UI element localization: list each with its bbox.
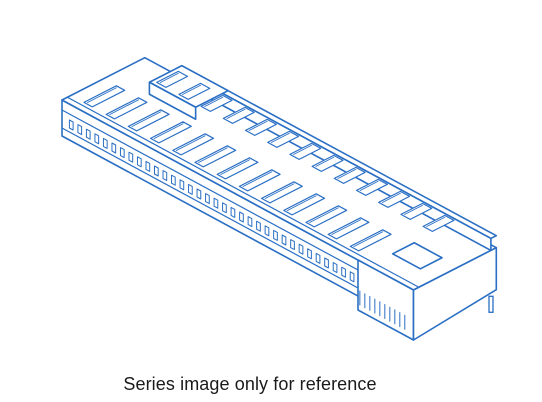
slot-rear-4 [244,118,277,136]
slot-rear-inner-2 [204,96,224,107]
front-pin-31 [332,262,338,274]
slot-front-inner-5 [198,147,228,163]
slot-front-7 [238,169,281,192]
front-pin-22 [256,220,261,232]
front-pin-32 [341,266,346,278]
slot-rear-inner-12 [426,216,446,227]
top-header-front [148,81,197,121]
slot-rear-7 [311,154,344,172]
front-pin-9 [145,160,151,172]
front-pin-0 [68,119,74,131]
slot-rear-inner-4 [248,120,268,131]
slot-front-inner-10 [309,207,339,223]
front-pin-28 [307,248,312,260]
front-pin-19 [230,206,236,218]
slot-front-12 [349,229,392,252]
front-pin-1 [77,124,83,136]
front-pin-18 [222,202,227,214]
slot-front-inner-3 [153,123,184,139]
slot-front-1 [105,97,148,120]
front-pin-20 [239,211,244,223]
front-pin-12 [171,174,176,186]
slot-front-10 [305,205,348,228]
slot-front-inner-8 [264,183,295,199]
slot-front-inner-12 [353,231,384,247]
slot-front-4 [172,133,215,156]
front-pin-15 [196,188,202,200]
front-pin-25 [281,234,287,246]
front-pin-2 [85,128,91,140]
slot-front-inner-4 [175,135,206,151]
front-pin-23 [264,225,270,237]
pin-row-base-line [61,127,415,319]
slot-front-inner-1 [109,99,140,115]
mounting-post [488,295,494,313]
slot-rear-inner-11 [404,204,423,215]
slot-rear-3 [222,106,255,125]
front-pin-6 [119,147,125,159]
slot-rear-inner-8 [337,168,357,179]
front-pin-24 [273,229,278,241]
front-pin-17 [213,197,219,209]
front-pin-16 [205,193,210,205]
front-pin-3 [94,133,100,145]
top-slot-row [83,70,455,252]
image-caption: Series image only for reference [123,374,377,394]
slot-front-11 [327,217,370,240]
slot-rear-12 [422,214,455,232]
slot-rear-0 [156,70,189,89]
slot-rear-inner-7 [315,156,335,167]
end-latch-block [391,241,443,270]
slot-rear-1 [178,82,211,101]
front-pin-26 [290,239,295,251]
slot-front-8 [260,181,303,204]
slot-front-9 [283,193,326,216]
slot-front-2 [127,109,170,132]
slot-rear-11 [400,202,433,220]
slot-front-inner-6 [220,159,251,175]
front-pin-4 [102,137,108,149]
slot-rear-inner-0 [159,72,179,83]
connector-end-block [357,241,498,341]
front-pin-21 [247,216,253,228]
front-pin-5 [111,142,117,154]
slot-rear-2 [200,94,233,113]
slot-rear-inner-6 [293,144,312,155]
front-band-line [61,109,415,301]
slot-front-5 [194,145,237,168]
front-pin-27 [298,243,304,255]
slot-front-inner-2 [131,111,162,127]
slot-front-inner-11 [331,219,362,235]
slot-rear-inner-3 [226,108,246,119]
front-pin-30 [324,257,329,269]
slot-front-3 [149,121,192,144]
front-pin-11 [162,170,168,182]
slot-front-inner-9 [286,195,317,211]
slot-rear-6 [289,142,322,160]
slot-rear-10 [378,190,411,208]
slot-rear-9 [355,178,388,196]
front-pin-29 [315,252,321,264]
slot-front-0 [83,85,126,108]
front-pin-10 [154,165,159,177]
slot-rear-inner-9 [359,180,379,191]
front-lip-line [66,96,420,288]
slot-front-6 [216,157,259,180]
slot-front-inner-0 [87,87,117,103]
front-pin-14 [188,183,193,195]
front-pin-13 [179,179,185,191]
slot-rear-inner-1 [182,84,202,95]
front-pin-33 [349,271,355,283]
end-block-side [412,246,498,341]
slot-rear-inner-10 [381,192,401,203]
slot-rear-8 [333,166,366,184]
slot-rear-inner-5 [270,132,290,143]
front-pin-8 [136,156,142,168]
slot-front-inner-7 [242,171,273,187]
front-pin-7 [128,151,134,163]
slot-rear-5 [267,130,300,148]
